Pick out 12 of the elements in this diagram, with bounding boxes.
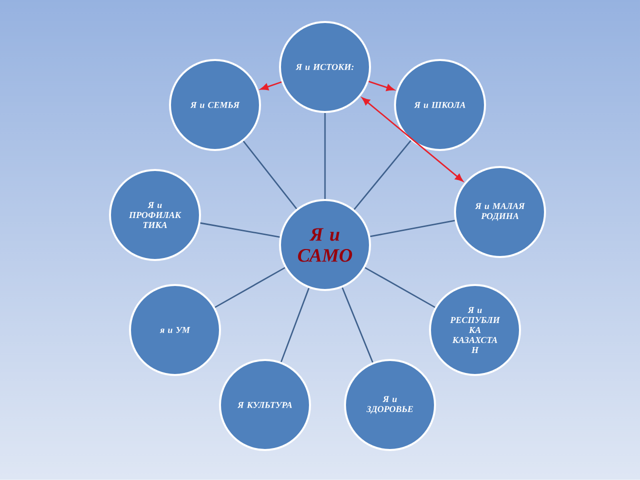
connector-line bbox=[342, 287, 374, 363]
arrow bbox=[362, 97, 464, 182]
connector-line bbox=[242, 140, 298, 210]
connector-line bbox=[200, 222, 280, 238]
connector-line bbox=[354, 140, 412, 210]
connector-line bbox=[364, 267, 436, 308]
connector-line bbox=[324, 113, 326, 199]
connector-line bbox=[370, 220, 455, 238]
connector-line bbox=[280, 288, 310, 362]
arrow bbox=[260, 81, 282, 90]
arrow bbox=[368, 80, 394, 91]
connector-line bbox=[214, 267, 286, 308]
